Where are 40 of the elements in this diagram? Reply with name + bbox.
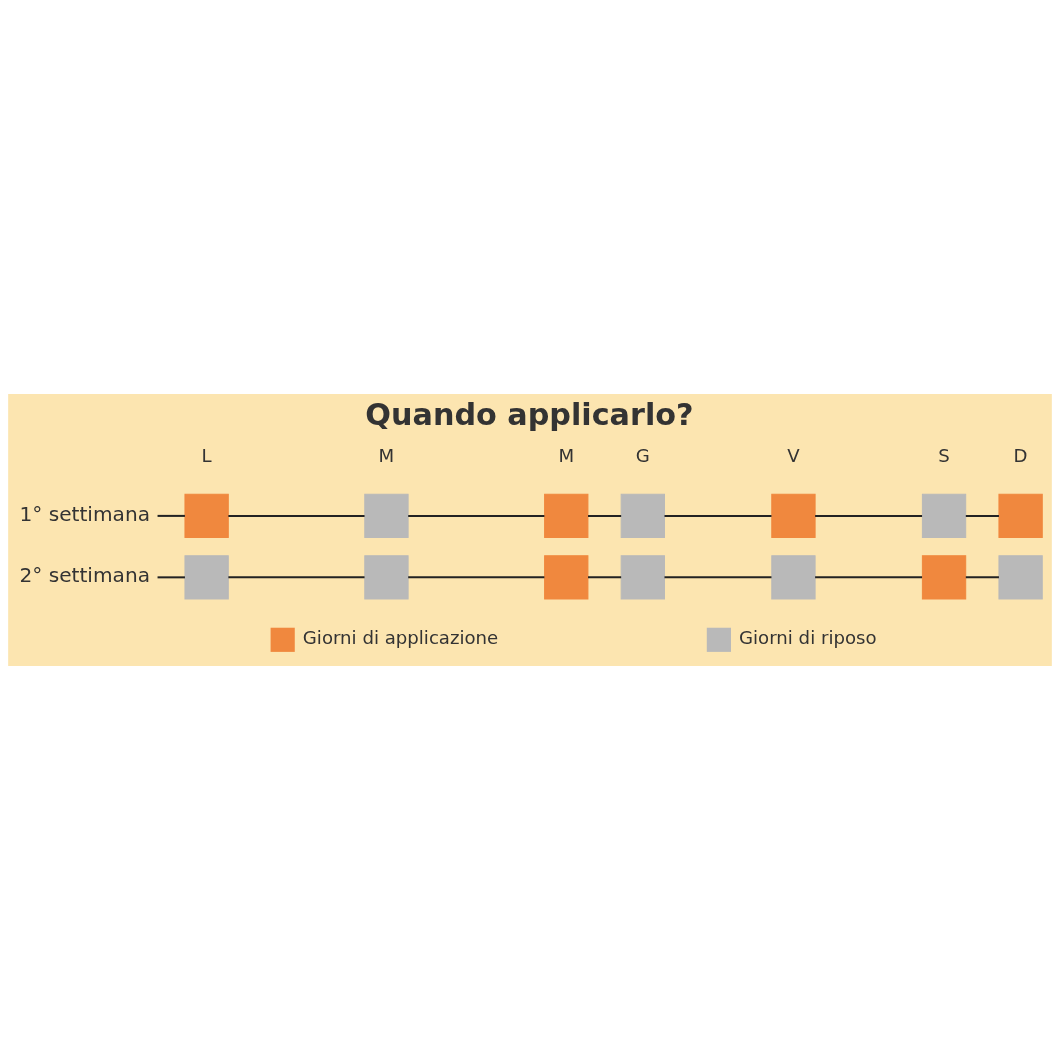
node-box: [998, 493, 1043, 539]
connector: [965, 576, 999, 579]
label: L: [201, 444, 212, 466]
label: V: [787, 444, 800, 466]
connector: [965, 514, 999, 517]
label: S: [938, 444, 950, 466]
legend-label: Giorni di applicazione: [302, 627, 499, 649]
legend-label: Giorni di riposo: [739, 627, 877, 649]
label: G: [635, 444, 650, 466]
node-box: [184, 555, 229, 600]
node-box: [998, 555, 1043, 600]
node-box: [544, 555, 589, 600]
connector: [815, 514, 923, 517]
connector: [815, 576, 923, 579]
connector: [588, 514, 622, 517]
connector: [408, 514, 545, 517]
node-box: [921, 555, 967, 600]
connector: [664, 514, 772, 517]
connector: [408, 576, 545, 579]
diagram-title: Quando applicarlo?: [365, 397, 694, 433]
connector: [228, 514, 365, 517]
connector: [157, 514, 185, 517]
node-text: 2° settimana: [19, 563, 150, 588]
label: M: [558, 444, 575, 466]
connector: [664, 576, 772, 579]
node-box: [544, 493, 589, 539]
label: D: [1013, 444, 1028, 466]
node-box: [184, 493, 229, 539]
node-box: [921, 493, 967, 539]
label: M: [378, 444, 395, 466]
node-box: [620, 555, 665, 600]
node-text: 1° settimana: [19, 501, 150, 526]
node-box: [771, 555, 816, 600]
connector: [157, 576, 185, 579]
node-box: [364, 493, 409, 539]
connector: [228, 576, 365, 579]
node-box: [364, 555, 409, 600]
connector: [588, 576, 622, 579]
node-box: [620, 493, 665, 539]
node-box: [771, 493, 816, 539]
